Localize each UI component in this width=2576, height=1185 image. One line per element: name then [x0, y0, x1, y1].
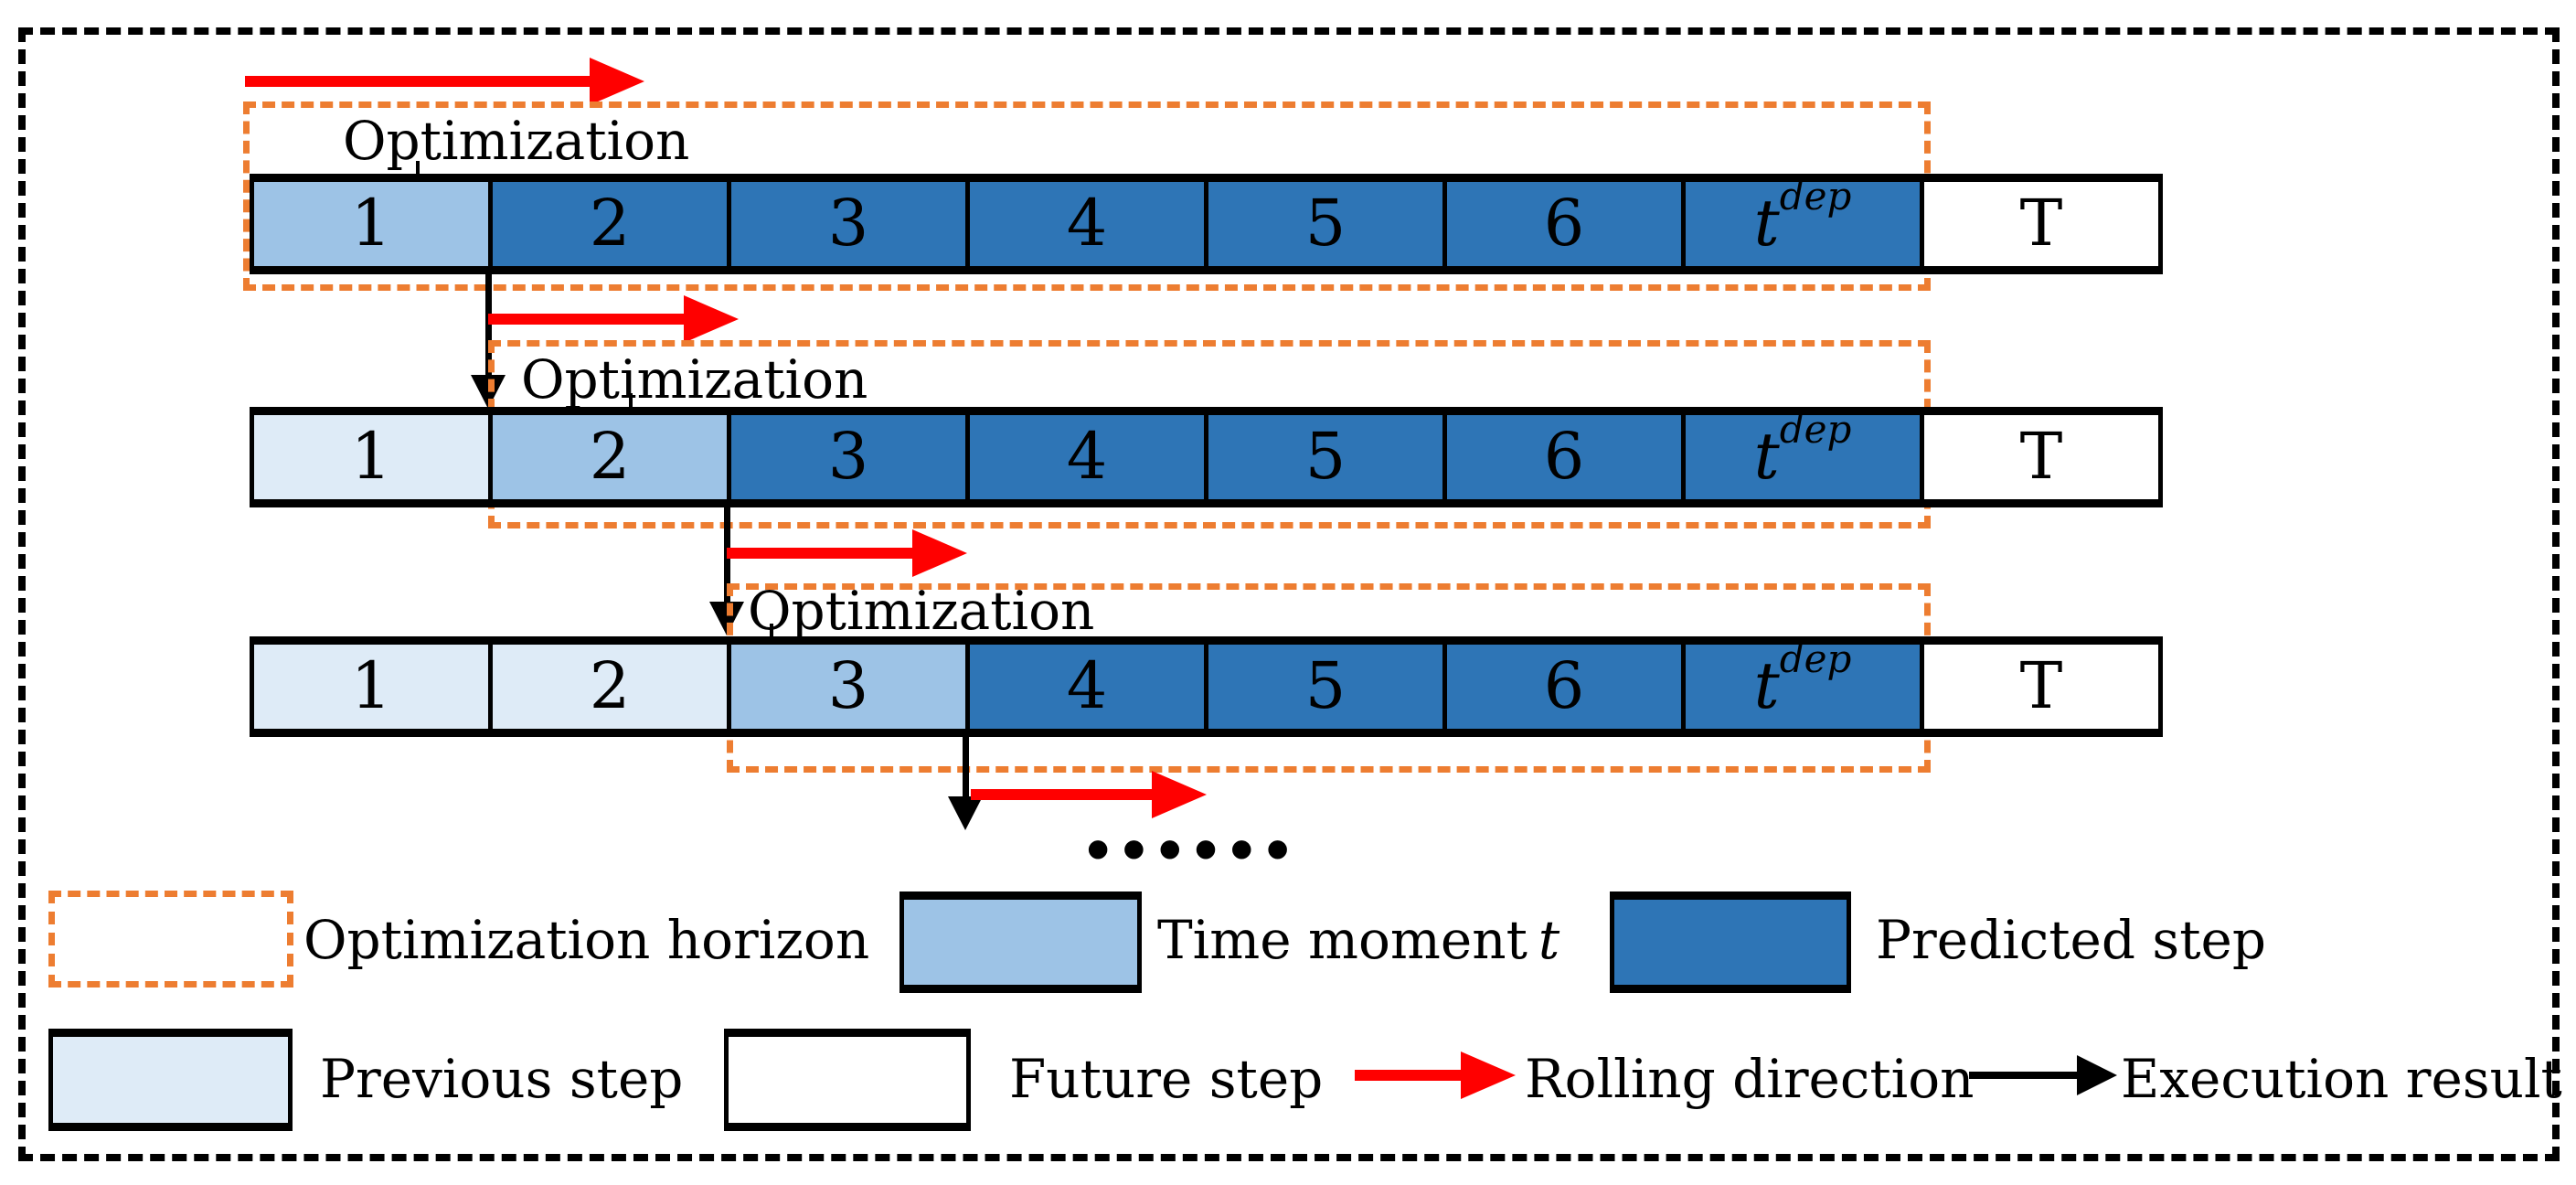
legend-previous-step-label: Previous step — [320, 1048, 684, 1110]
rolling-arrow-3-line — [727, 548, 912, 559]
legend-execution-result-arrow — [1969, 1055, 2117, 1095]
cell-4: 4 — [965, 174, 1208, 274]
legend-optimization-horizon-swatch — [48, 891, 293, 988]
cell-T: T — [1920, 636, 2163, 737]
legend-previous-step-swatch — [48, 1029, 293, 1131]
legend-rolling-arrow-head — [1461, 1052, 1516, 1099]
cell-5: 5 — [1204, 636, 1447, 737]
execution-arrow-3-line — [963, 737, 969, 796]
execution-arrow-3-head — [948, 796, 983, 830]
cell-3: 3 — [727, 636, 970, 737]
execution-arrow-1-line — [485, 274, 492, 375]
legend-execution-result-label: Execution result — [2121, 1048, 2562, 1110]
legend-rolling-direction-label: Rolling direction — [1525, 1048, 1975, 1110]
legend-future-step-swatch — [724, 1029, 971, 1131]
label-leader-line-1 — [416, 161, 420, 176]
cell-tdep: tdep — [1681, 636, 1924, 737]
legend-predicted-step-label: Predicted step — [1876, 909, 2266, 971]
legend-execution-arrow-line — [1969, 1072, 2077, 1079]
legend-future-step-label: Future step — [1009, 1048, 1324, 1110]
execution-arrow-3 — [948, 737, 983, 830]
optimization-label-1: Optimization — [343, 110, 690, 172]
cell-tdep: tdep — [1681, 174, 1924, 274]
rolling-arrow-4 — [971, 771, 1207, 818]
legend-optimization-horizon-label: Optimization horizon — [303, 909, 870, 971]
rolling-arrow-2-head — [684, 295, 739, 343]
cell-2: 2 — [488, 407, 731, 507]
rolling-arrow-4-line — [971, 789, 1152, 800]
cell-1: 1 — [250, 174, 493, 274]
time-moment-symbol: t — [1538, 909, 1560, 971]
timeline-row-2: 1 2 3 4 5 6 tdep T — [250, 407, 2163, 507]
legend-predicted-step-swatch — [1610, 891, 1851, 993]
legend-rolling-direction-arrow — [1355, 1052, 1516, 1099]
rolling-arrow-2-line — [488, 314, 684, 325]
cell-6: 6 — [1442, 174, 1686, 274]
optimization-label-3: Optimization — [748, 580, 1095, 642]
continuation-dots: ...... — [1080, 763, 1296, 881]
optimization-label-2: Optimization — [521, 348, 868, 411]
label-leader-line-2 — [629, 393, 633, 408]
rolling-arrow-1-head — [590, 58, 644, 105]
figure-border — [18, 27, 2560, 1161]
cell-1: 1 — [250, 407, 493, 507]
rolling-arrow-1-line — [245, 76, 590, 87]
cell-4: 4 — [965, 636, 1208, 737]
cell-2: 2 — [488, 174, 731, 274]
cell-T: T — [1920, 407, 2163, 507]
label-leader-line-3 — [770, 624, 773, 638]
cell-6: 6 — [1442, 407, 1686, 507]
cell-tdep: tdep — [1681, 407, 1924, 507]
cell-6: 6 — [1442, 636, 1686, 737]
timeline-row-1: 1 2 3 4 5 6 tdep T — [250, 174, 2163, 274]
timeline-row-3: 1 2 3 4 5 6 tdep T — [250, 636, 2163, 737]
rolling-arrow-3-head — [912, 529, 967, 577]
cell-4: 4 — [965, 407, 1208, 507]
cell-3: 3 — [727, 407, 970, 507]
rolling-arrow-1 — [245, 58, 644, 105]
rolling-arrow-3 — [727, 529, 967, 577]
rolling-arrow-2 — [488, 295, 739, 343]
cell-T: T — [1920, 174, 2163, 274]
cell-1: 1 — [250, 636, 493, 737]
cell-2: 2 — [488, 636, 731, 737]
rolling-arrow-4-head — [1152, 771, 1207, 818]
legend-rolling-arrow-line — [1355, 1070, 1461, 1081]
legend-time-moment-swatch — [899, 891, 1142, 993]
legend-execution-arrow-head — [2077, 1055, 2117, 1095]
cell-5: 5 — [1204, 407, 1447, 507]
cell-3: 3 — [727, 174, 970, 274]
cell-5: 5 — [1204, 174, 1447, 274]
